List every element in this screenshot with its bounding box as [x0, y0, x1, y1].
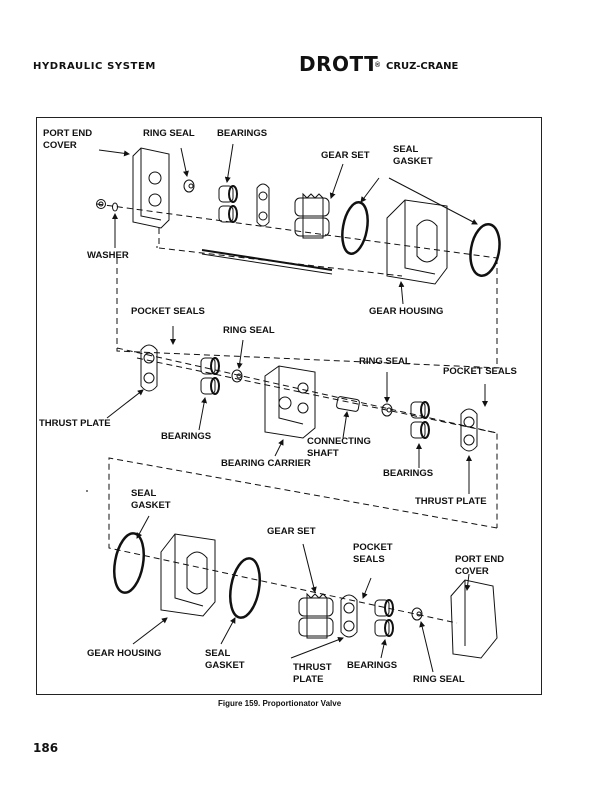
- ring-seal-middle-right: [381, 403, 393, 417]
- thrust-plate-middle-right: [460, 408, 478, 452]
- label-washer: WASHER: [87, 250, 129, 261]
- bottom-axis-line: [108, 457, 498, 624]
- label-port-end-cover-bottom: PORT END COVER: [455, 554, 505, 577]
- gear-set-bottom: [298, 592, 334, 639]
- label-ring-seal-top: RING SEAL: [143, 128, 195, 139]
- label-ring-seal-middle-left: RING SEAL: [223, 325, 275, 336]
- section-title: HYDRAULIC SYSTEM: [33, 61, 156, 72]
- bearings-top: [218, 185, 238, 223]
- shaft: [201, 249, 333, 275]
- bearing-carrier: [264, 365, 316, 439]
- label-ring-seal-middle-right: RING SEAL: [359, 356, 411, 367]
- seal-gasket-top-left: [341, 201, 369, 255]
- ring-seal-top: [183, 179, 195, 193]
- leader-arrows: [98, 143, 488, 673]
- port-end-cover-bottom: [450, 579, 498, 659]
- connecting-shaft: [336, 396, 360, 412]
- label-bearings-middle-right: BEARINGS: [383, 468, 434, 479]
- label-bearing-carrier: BEARING CARRIER: [221, 458, 311, 469]
- label-seal-gasket-bottom-left: SEAL GASKET: [131, 488, 171, 511]
- label-pocket-seals-middle-right: POCKET SEALS: [443, 366, 517, 377]
- label-gear-set-top: GEAR SET: [321, 150, 370, 161]
- gear-housing-bottom: [160, 533, 216, 617]
- label-seal-gasket-top: SEAL GASKET: [393, 144, 433, 167]
- brand-logo: DROTT: [299, 52, 379, 76]
- label-thrust-plate-middle-right: THRUST PLATE: [415, 496, 487, 507]
- bearings-middle-right: [410, 401, 430, 439]
- ring-seal-middle-left: [231, 369, 243, 383]
- label-bearings-top: BEARINGS: [217, 128, 268, 139]
- seal-gasket-top-right: [469, 223, 501, 277]
- gear-housing-top: [386, 199, 448, 285]
- label-pocket-seals-middle-left: POCKET SEALS: [131, 306, 205, 317]
- brand-subtitle: CRUZ-CRANE: [386, 61, 459, 72]
- label-seal-gasket-bottom-right: SEAL GASKET: [205, 648, 245, 671]
- gear-set-top: [294, 192, 330, 239]
- top-axis-line: [96, 203, 503, 369]
- label-bearings-middle-left: BEARINGS: [161, 431, 212, 442]
- stray-dot: [86, 490, 88, 492]
- label-ring-seal-bottom: RING SEAL: [413, 674, 465, 685]
- seal-gasket-bottom-left: [113, 532, 145, 594]
- seal-gasket-bottom-right: [229, 557, 261, 619]
- label-pocket-seals-bottom: POCKET SEALS: [353, 542, 393, 565]
- page-number: 186: [33, 741, 59, 755]
- bearings-bottom: [374, 599, 394, 637]
- nut: [96, 199, 106, 209]
- label-thrust-plate-middle-left: THRUST PLATE: [39, 418, 111, 429]
- label-bearings-bottom: BEARINGS: [347, 660, 398, 671]
- label-gear-housing-bottom: GEAR HOUSING: [87, 648, 162, 659]
- label-thrust-plate-bottom: THRUST PLATE: [293, 662, 332, 685]
- label-port-end-cover-top: PORT END COVER: [43, 128, 93, 151]
- port-end-cover-top: [132, 147, 170, 229]
- registered-mark: ®: [375, 62, 381, 69]
- label-gear-set-bottom: GEAR SET: [267, 526, 316, 537]
- thrust-plate-bottom: [340, 594, 358, 638]
- exploded-diagram-figure: PORT END COVER RING SEAL BEARINGS GEAR S…: [36, 117, 542, 695]
- figure-caption: Figure 159. Proportionator Valve: [218, 699, 342, 708]
- ring-seal-bottom: [411, 607, 423, 621]
- thrust-plate-top: [256, 183, 270, 227]
- label-connecting-shaft: CONNECTING SHAFT: [307, 436, 371, 459]
- thrust-plate-middle-left: [140, 344, 158, 392]
- proportionator-valve-drawing: [86, 143, 503, 673]
- washer: [112, 202, 118, 212]
- bearings-middle-left: [200, 357, 220, 395]
- label-gear-housing-top: GEAR HOUSING: [369, 306, 444, 317]
